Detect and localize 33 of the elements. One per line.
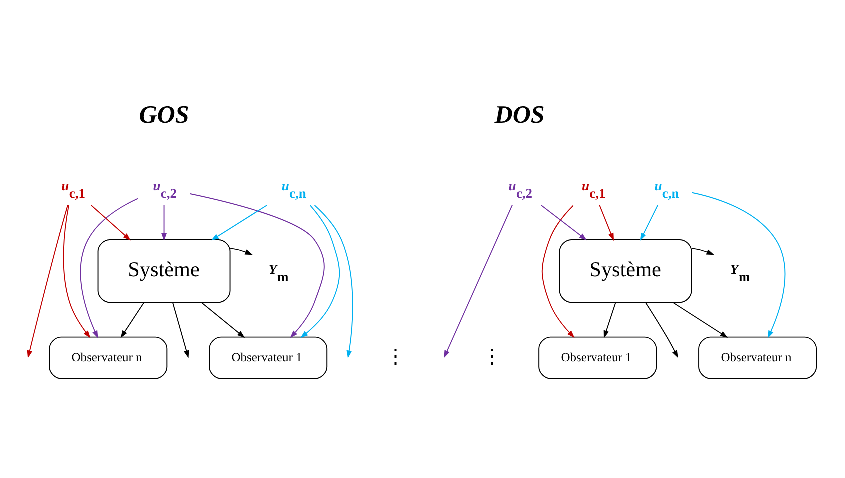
arrow bbox=[645, 302, 678, 358]
node-box: Observateur 1 bbox=[538, 336, 658, 379]
arrow bbox=[201, 302, 246, 338]
arrow bbox=[300, 204, 340, 338]
arrow bbox=[640, 204, 659, 241]
arrow bbox=[230, 247, 253, 255]
arrow bbox=[604, 302, 616, 338]
node-box: Observateur n bbox=[698, 336, 818, 379]
node-box: Observateur 1 bbox=[209, 336, 328, 379]
arrow bbox=[540, 204, 588, 240]
arrow bbox=[120, 302, 145, 338]
arrow bbox=[211, 204, 268, 240]
arrow bbox=[90, 204, 131, 240]
arrow bbox=[80, 198, 138, 338]
arrow bbox=[190, 193, 325, 338]
arrow bbox=[692, 247, 714, 255]
arrow bbox=[27, 204, 68, 358]
arrow bbox=[162, 204, 167, 241]
node-box: Système bbox=[98, 239, 231, 303]
label: DOS bbox=[494, 102, 545, 129]
label: ⋮ bbox=[386, 346, 406, 368]
label: GOS bbox=[139, 102, 190, 129]
node-box: Observateur n bbox=[49, 336, 168, 379]
arrow bbox=[542, 204, 575, 338]
arrow bbox=[172, 302, 190, 358]
arrow bbox=[63, 204, 91, 338]
label: ⋮ bbox=[482, 346, 502, 368]
arrow bbox=[599, 204, 614, 241]
node-box: Système bbox=[559, 239, 692, 303]
arrow bbox=[672, 302, 728, 338]
arrow bbox=[314, 204, 354, 358]
arrow bbox=[692, 192, 786, 338]
arrow bbox=[444, 204, 513, 358]
